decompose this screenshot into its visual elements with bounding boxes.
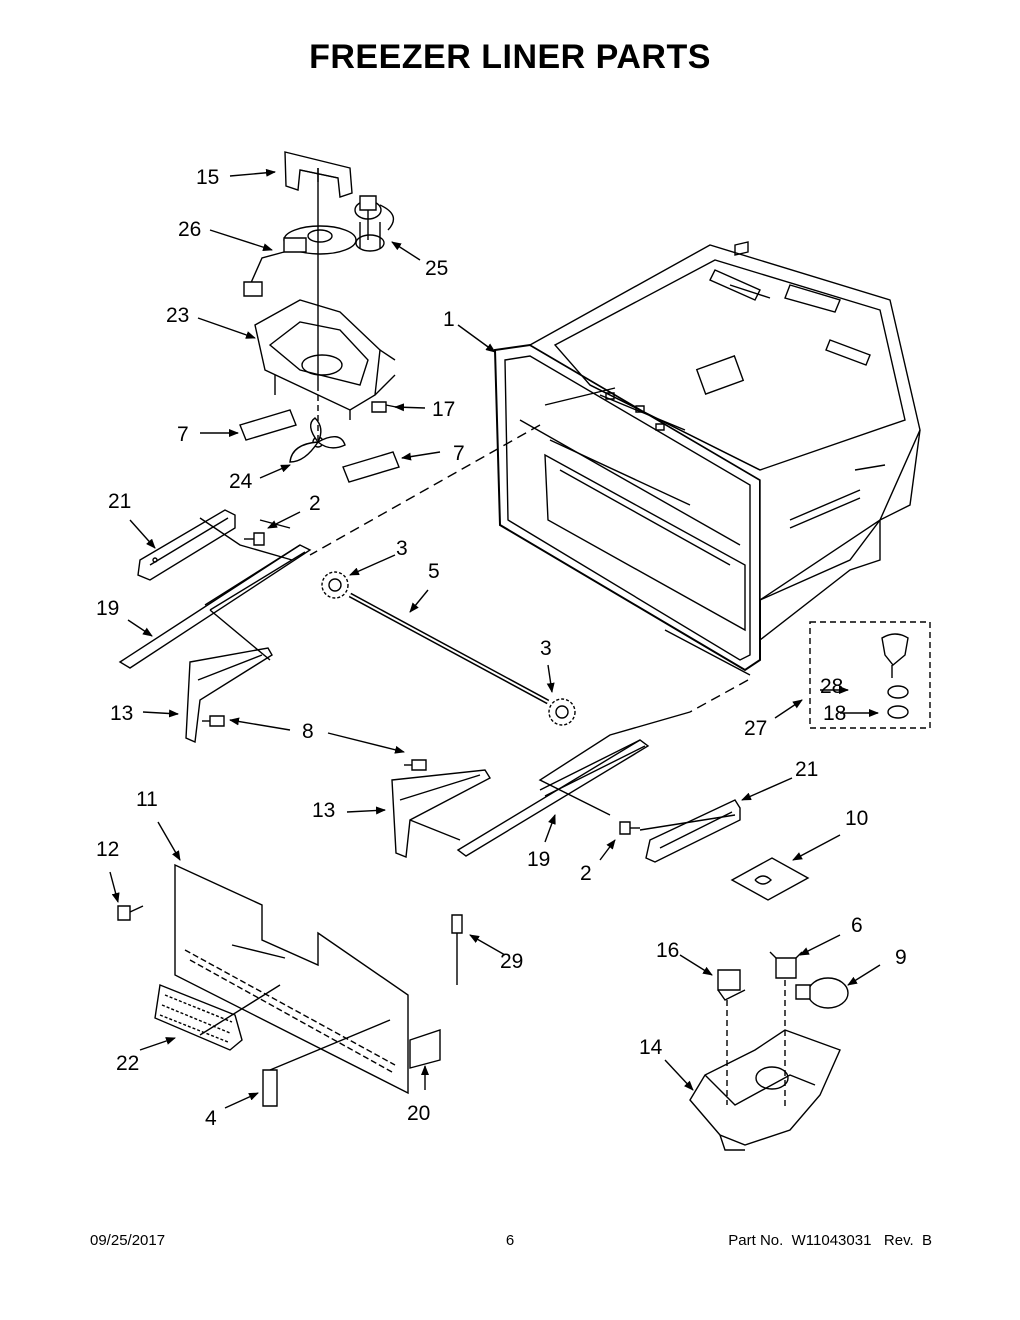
callout-2-upper: 2 — [309, 492, 321, 515]
footer-date: 09/25/2017 — [90, 1232, 166, 1249]
callout-6: 6 — [851, 914, 863, 937]
callout-1: 1 — [443, 308, 455, 331]
callout-13-upper: 13 — [110, 702, 133, 725]
retainer-clip[interactable] — [263, 1070, 277, 1106]
callout-7-right: 7 — [453, 442, 465, 465]
callout-8: 8 — [302, 720, 314, 743]
freezer-liner[interactable] — [495, 242, 920, 670]
callout-10: 10 — [845, 807, 868, 830]
pinion-gear-left[interactable] — [322, 572, 348, 598]
light-bulb[interactable] — [796, 978, 848, 1008]
callout-21-upper: 21 — [108, 490, 131, 513]
callout-18: 18 — [823, 702, 846, 725]
callout-5: 5 — [428, 560, 440, 583]
fan-blade[interactable] — [290, 418, 345, 462]
pinion-gear-right[interactable] — [549, 699, 575, 725]
slide-bracket-left[interactable] — [186, 648, 272, 742]
thermistor[interactable] — [452, 915, 462, 985]
callout-2-lower: 2 — [580, 862, 592, 885]
page-title: FREEZER LINER PARTS — [309, 38, 711, 76]
screw-8-right[interactable] — [404, 760, 426, 770]
drawer-slide-left[interactable] — [120, 545, 310, 668]
callout-12: 12 — [96, 838, 119, 861]
slide-rail-right[interactable] — [646, 800, 740, 862]
callout-29: 29 — [500, 950, 523, 973]
callout-27: 27 — [744, 717, 767, 740]
screw-2-lower[interactable] — [620, 822, 640, 834]
callout-11: 11 — [136, 788, 158, 811]
callout-14: 14 — [639, 1036, 663, 1059]
callout-15: 15 — [196, 166, 219, 189]
slide-rail-left[interactable] — [138, 510, 235, 580]
callout-9: 9 — [895, 946, 907, 969]
callout-21-lower: 21 — [795, 758, 818, 781]
callout-23: 23 — [166, 304, 189, 327]
assembly-lines — [199, 168, 786, 1110]
callout-3-upper: 3 — [396, 537, 408, 560]
callout-labels: 15 26 25 23 1 17 7 7 24 21 2 3 5 19 3 28… — [96, 166, 907, 1130]
vent-grille[interactable] — [155, 985, 242, 1050]
light-socket[interactable] — [770, 952, 802, 978]
callout-28: 28 — [820, 675, 843, 698]
callout-17: 17 — [432, 398, 455, 421]
footer-page-number: 6 — [505, 1232, 515, 1249]
light-housing[interactable] — [690, 1030, 840, 1150]
foam-pad-left[interactable] — [240, 410, 296, 440]
light-switch[interactable] — [718, 970, 745, 1000]
callout-leaders — [109, 168, 881, 1109]
callout-22: 22 — [116, 1052, 139, 1075]
callout-20: 20 — [407, 1102, 430, 1125]
callout-16: 16 — [656, 939, 679, 962]
seal-strip[interactable] — [410, 1030, 440, 1068]
drawer-shaft[interactable] — [350, 595, 548, 702]
screw-8-left[interactable] — [202, 716, 224, 726]
screw-17[interactable] — [372, 402, 396, 412]
drawer-slide-right[interactable] — [458, 740, 648, 856]
drain-kit-group[interactable] — [810, 622, 930, 728]
evaporator-fan-motor[interactable] — [244, 226, 356, 296]
callout-25: 25 — [425, 257, 448, 280]
callout-4: 4 — [205, 1107, 217, 1130]
screw-2-upper[interactable] — [244, 533, 264, 545]
callout-24: 24 — [229, 470, 253, 493]
foam-pad-right[interactable] — [343, 452, 399, 482]
callout-19-lower: 19 — [527, 848, 550, 871]
callout-7-left: 7 — [177, 423, 189, 446]
screw-12[interactable] — [118, 906, 143, 920]
footer-part-number: Part No. W11043031 Rev. B — [728, 1232, 932, 1249]
callout-3-lower: 3 — [540, 637, 552, 660]
callout-26: 26 — [178, 218, 201, 241]
callout-19-upper: 19 — [96, 597, 119, 620]
freezer-rear-panel[interactable] — [175, 865, 408, 1093]
parts-bag[interactable] — [732, 858, 808, 900]
fan-grommet[interactable] — [355, 196, 393, 251]
callout-13-lower: 13 — [312, 799, 335, 822]
